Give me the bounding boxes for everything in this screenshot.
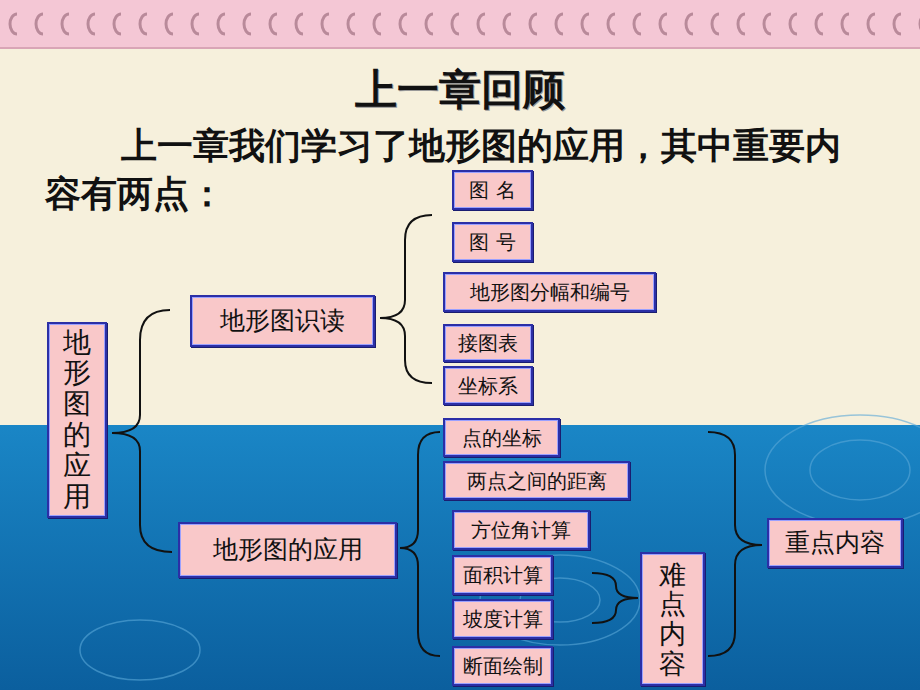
topic-box: 难点内容 — [640, 552, 705, 686]
slide-title: 上一章回顾 — [0, 62, 920, 118]
topic-box: 坐标系 — [443, 366, 533, 405]
band-edge — [0, 47, 920, 49]
topic-box: 地形图的应用 — [178, 522, 397, 578]
topic-box: 方位角计算 — [452, 510, 590, 550]
box-label: 坡度计算 — [463, 608, 543, 630]
box-label: 接图表 — [458, 332, 518, 354]
topic-box: 断面绘制 — [452, 646, 553, 686]
hard-brace — [592, 573, 638, 623]
topic-box: 地形图的应用 — [47, 322, 107, 518]
topic-box: 接图表 — [443, 324, 533, 362]
topic-box: 重点内容 — [767, 518, 903, 568]
read-brace — [380, 215, 432, 383]
main-brace — [112, 310, 172, 552]
topic-box: 地形图分幅和编号 — [443, 272, 656, 312]
topic-box: 面积计算 — [452, 555, 553, 595]
box-label: 地形图的应用 — [213, 536, 363, 564]
box-label: 图 名 — [469, 179, 515, 201]
key-brace — [708, 432, 762, 656]
topic-box: 图 名 — [452, 170, 533, 210]
box-label: 难点内容 — [659, 560, 686, 679]
top-band — [0, 0, 920, 48]
box-label: 图 号 — [469, 231, 515, 253]
topic-box: 图 号 — [452, 222, 533, 262]
box-label: 方位角计算 — [471, 519, 571, 541]
blue-ground — [0, 425, 920, 690]
box-label: 两点之间的距离 — [467, 470, 607, 492]
box-label: 面积计算 — [463, 564, 543, 586]
box-label: 重点内容 — [785, 529, 885, 557]
box-label: 断面绘制 — [463, 655, 543, 677]
band-pattern — [0, 0, 920, 48]
box-label: 点的坐标 — [462, 427, 542, 449]
box-label: 坐标系 — [458, 375, 518, 397]
apply-brace — [400, 432, 440, 656]
topic-box: 地形图识读 — [190, 295, 375, 347]
ripples — [80, 415, 920, 680]
box-label: 地形图的应用 — [63, 328, 91, 513]
topic-box: 坡度计算 — [452, 599, 553, 639]
topic-box: 两点之间的距离 — [443, 461, 630, 500]
box-label: 地形图识读 — [220, 307, 345, 335]
box-label: 地形图分幅和编号 — [470, 281, 630, 303]
intro-paragraph: 上一章我们学习了地形图的应用，其中重要内容有两点： — [45, 122, 845, 218]
topic-box: 点的坐标 — [443, 418, 560, 457]
